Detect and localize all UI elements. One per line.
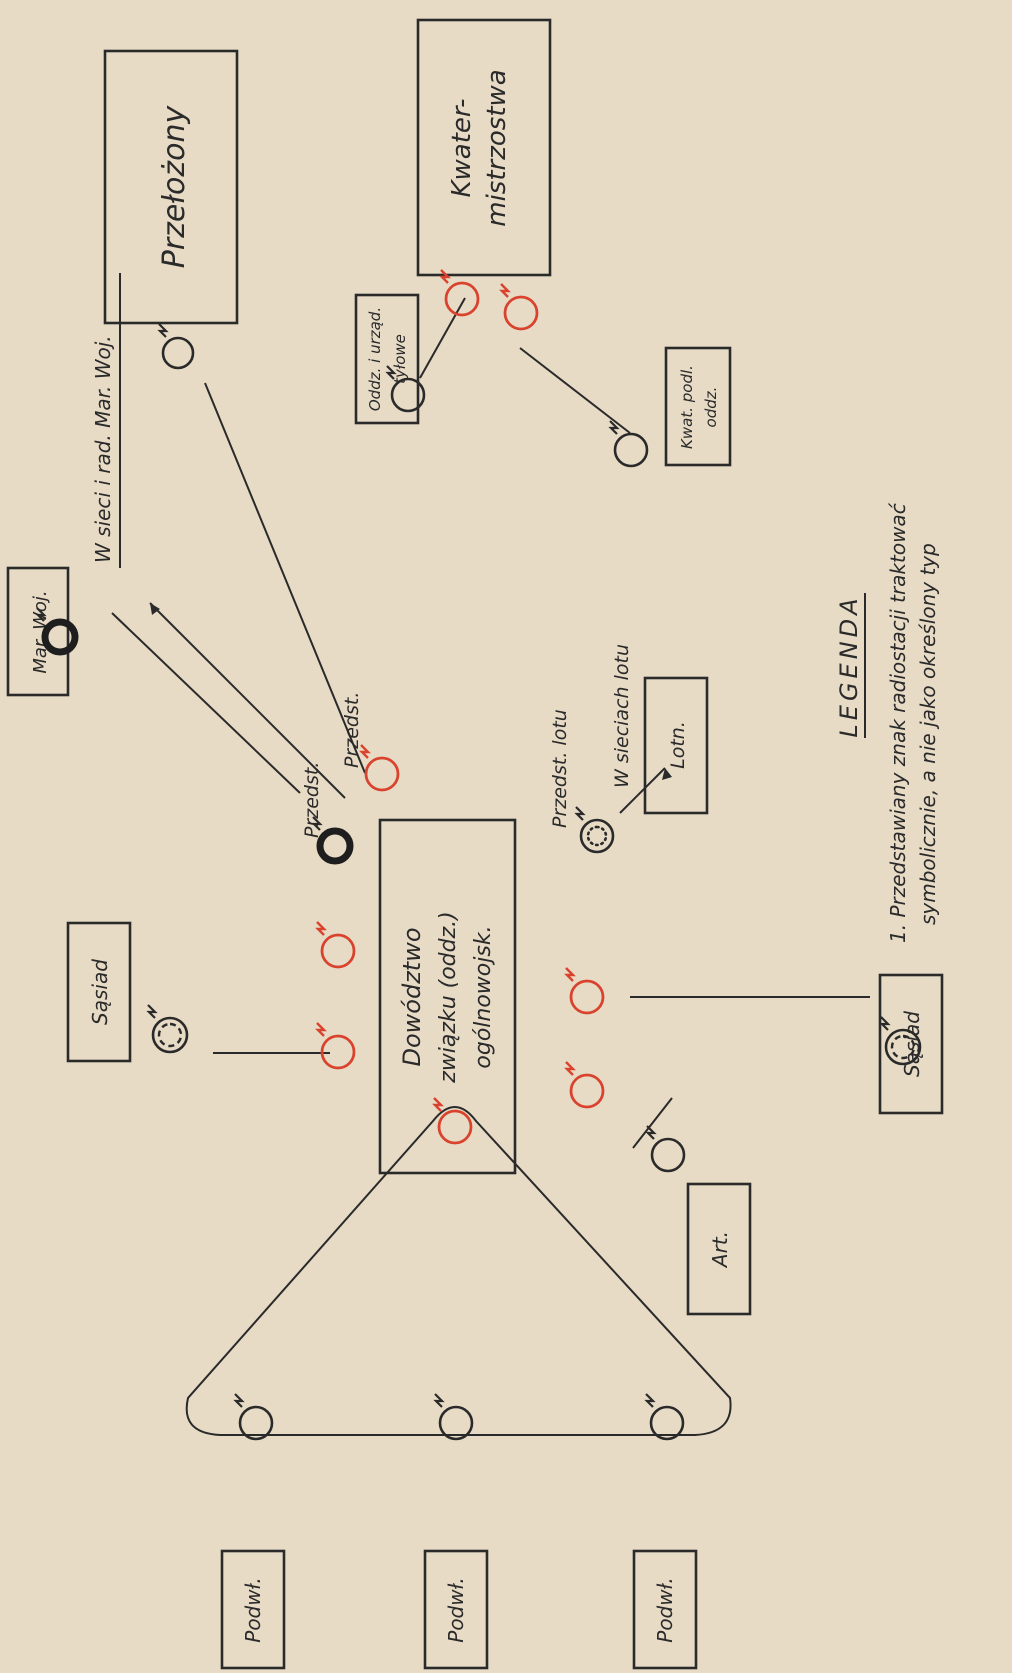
podwl-1-box xyxy=(220,1549,286,1670)
radio-station-icon xyxy=(564,967,605,1015)
kwatermistrzostwa-box xyxy=(416,18,552,277)
przelozony-box xyxy=(103,49,239,325)
dowodztwo-label-2: związku (oddz.) xyxy=(436,911,461,1083)
radio-station-icon xyxy=(432,1097,473,1145)
przedst-lotu-label: Przedst. lotu xyxy=(549,709,571,828)
dowodztwo-label-1: Dowództwo xyxy=(398,927,426,1066)
radio-station-icon xyxy=(315,921,356,969)
arrowhead-lotn xyxy=(662,768,672,780)
lotn-box xyxy=(643,676,709,815)
art-box xyxy=(686,1182,752,1316)
line-przelozony-to-przedst xyxy=(204,382,366,774)
kwatermistrzostwa-label-2: mistrzostwa xyxy=(482,69,512,226)
podwl-2-box xyxy=(423,1549,489,1670)
dowodztwo-label-3: ogólnowojsk. xyxy=(471,925,496,1068)
line-odd-to-kwater xyxy=(419,297,466,379)
legend-title: LEGENDA xyxy=(835,594,863,737)
radio-station-icon xyxy=(385,365,426,413)
radio-station-icon xyxy=(311,816,354,865)
kwat-podl-box xyxy=(664,346,732,467)
radio-station-icon xyxy=(359,744,400,792)
art-label: Art. xyxy=(708,1231,732,1269)
rotated-diagram: Przełożony Kwater- mistrzostwa Oddz. i u… xyxy=(6,18,944,1670)
sasiad-top-label: Sąsiad xyxy=(88,959,112,1025)
radio-station-icon xyxy=(499,283,539,331)
radio-station-icon xyxy=(608,420,649,468)
dowodztwo-box xyxy=(378,818,517,1175)
lotn-label: Lotn. xyxy=(667,721,689,769)
radio-station-icon xyxy=(315,1022,356,1070)
w-sieci-mar-woj-label: W sieci i rad. Mar. Woj. xyxy=(91,335,115,563)
podwl-3-box xyxy=(632,1549,698,1670)
odd-urzad-tylowe-label-2: tyłowe xyxy=(391,334,409,384)
odd-urzad-tylowe-label-1: Oddz. i urząd. xyxy=(366,307,384,411)
odd-urzad-tylowe-box xyxy=(354,293,420,425)
przedst-label: Przedst. xyxy=(341,692,363,768)
podwl-1-label: Podwł. xyxy=(241,1577,265,1642)
radio-station-icon xyxy=(35,607,79,656)
subordinates-triangle xyxy=(185,1106,732,1436)
line-art-to-dowodztwo xyxy=(632,1097,673,1149)
radio-station-icon xyxy=(879,1016,922,1066)
line-mar-woj-to-dowodztwo xyxy=(111,612,301,794)
radio-station-icon xyxy=(146,1004,189,1054)
arrow-to-lotn xyxy=(619,767,666,814)
sasiad-top-box xyxy=(66,921,132,1063)
podwl-2-label: Podwł. xyxy=(444,1577,468,1642)
radio-station-icon xyxy=(157,323,195,370)
radio-station-icon xyxy=(574,806,615,854)
radio-station-icon xyxy=(433,1393,474,1441)
sasiad-bottom-box xyxy=(878,973,944,1115)
w-sieciach-lotu-label: W sieciach lotu xyxy=(611,644,633,788)
legend-line-1: 1. Przedstawiany znak radiostacji trakto… xyxy=(886,502,910,943)
radio-station-icon xyxy=(233,1393,274,1441)
podwl-3-label: Podwł. xyxy=(653,1577,677,1642)
radio-station-icon xyxy=(564,1061,605,1109)
arrowhead-w-sieci xyxy=(150,603,160,615)
radio-station-icon xyxy=(644,1393,685,1441)
kwatermistrzostwa-label-1: Kwater- xyxy=(447,98,477,197)
legend-line-2: symbolicznie, a nie jako określony typ xyxy=(916,543,940,925)
line-kwatpodl-to-kwater xyxy=(519,347,631,434)
arrow-to-w-sieci xyxy=(149,602,346,799)
przedst-bold-label: Przedst. xyxy=(301,762,323,838)
kwat-podl-label-1: Kwat. podl. xyxy=(678,365,696,449)
mar-woj-box xyxy=(6,566,70,697)
kwat-podl-label-2: oddz. xyxy=(702,387,720,428)
radio-station-icon xyxy=(439,269,480,317)
radio-station-icon xyxy=(645,1125,686,1173)
mar-woj-label: Mar. Woj. xyxy=(30,590,51,673)
przelozony-label: Przełożony xyxy=(157,105,192,269)
